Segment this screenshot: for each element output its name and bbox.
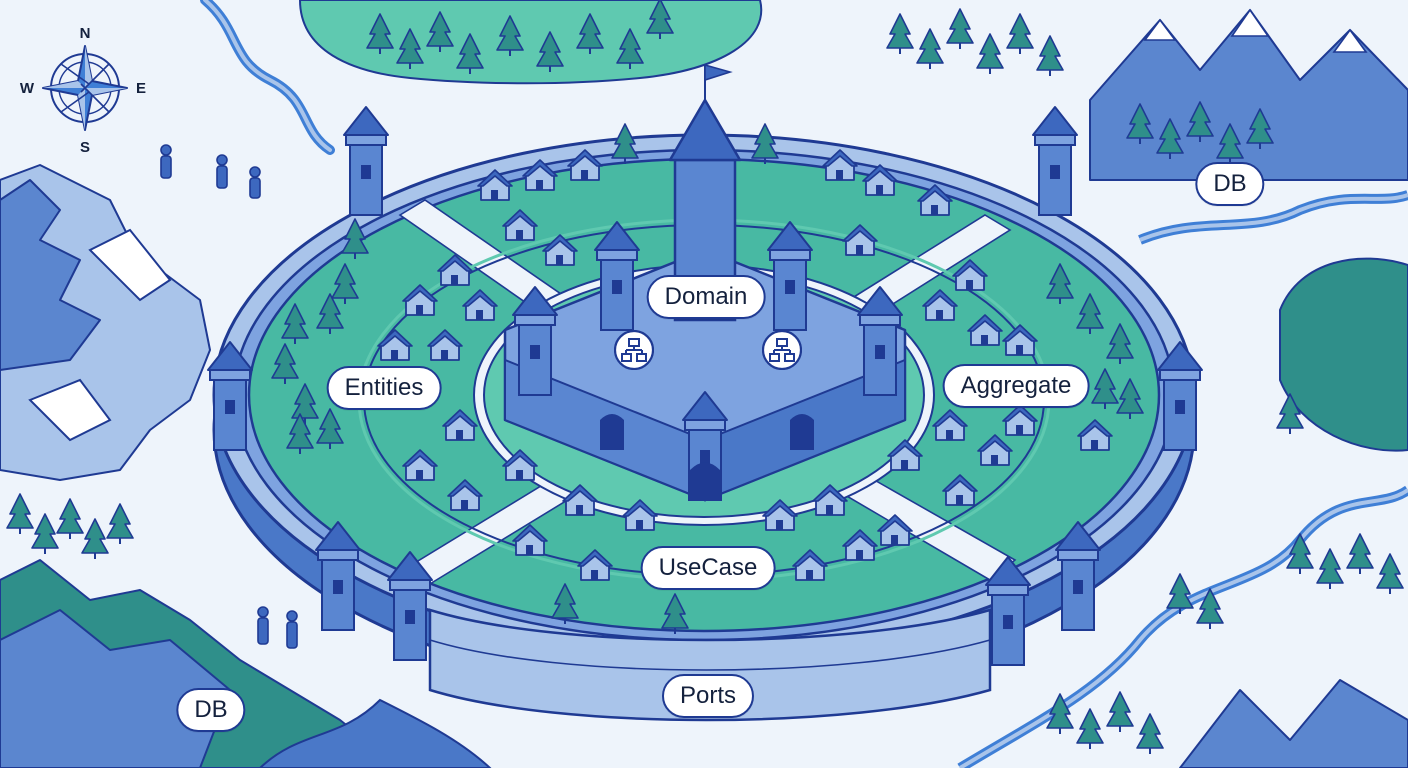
label-ports: Ports xyxy=(661,674,755,718)
compass-east: E xyxy=(136,80,146,97)
central-castle xyxy=(503,63,907,502)
compass-south: S xyxy=(80,139,90,156)
hierarchy-icon xyxy=(762,330,802,370)
compass-north: N xyxy=(80,25,91,42)
compass-rose: N S E W xyxy=(20,25,146,156)
compass-west: W xyxy=(20,80,35,97)
label-aggregate: Aggregate xyxy=(942,364,1090,408)
label-domain: Domain xyxy=(646,275,766,319)
label-entities: Entities xyxy=(326,366,442,410)
label-db-top-right: DB xyxy=(1195,162,1265,206)
travelers xyxy=(160,144,298,649)
hierarchy-icon xyxy=(614,330,654,370)
label-usecase: UseCase xyxy=(640,546,776,590)
label-db-bottom-left: DB xyxy=(176,688,246,732)
